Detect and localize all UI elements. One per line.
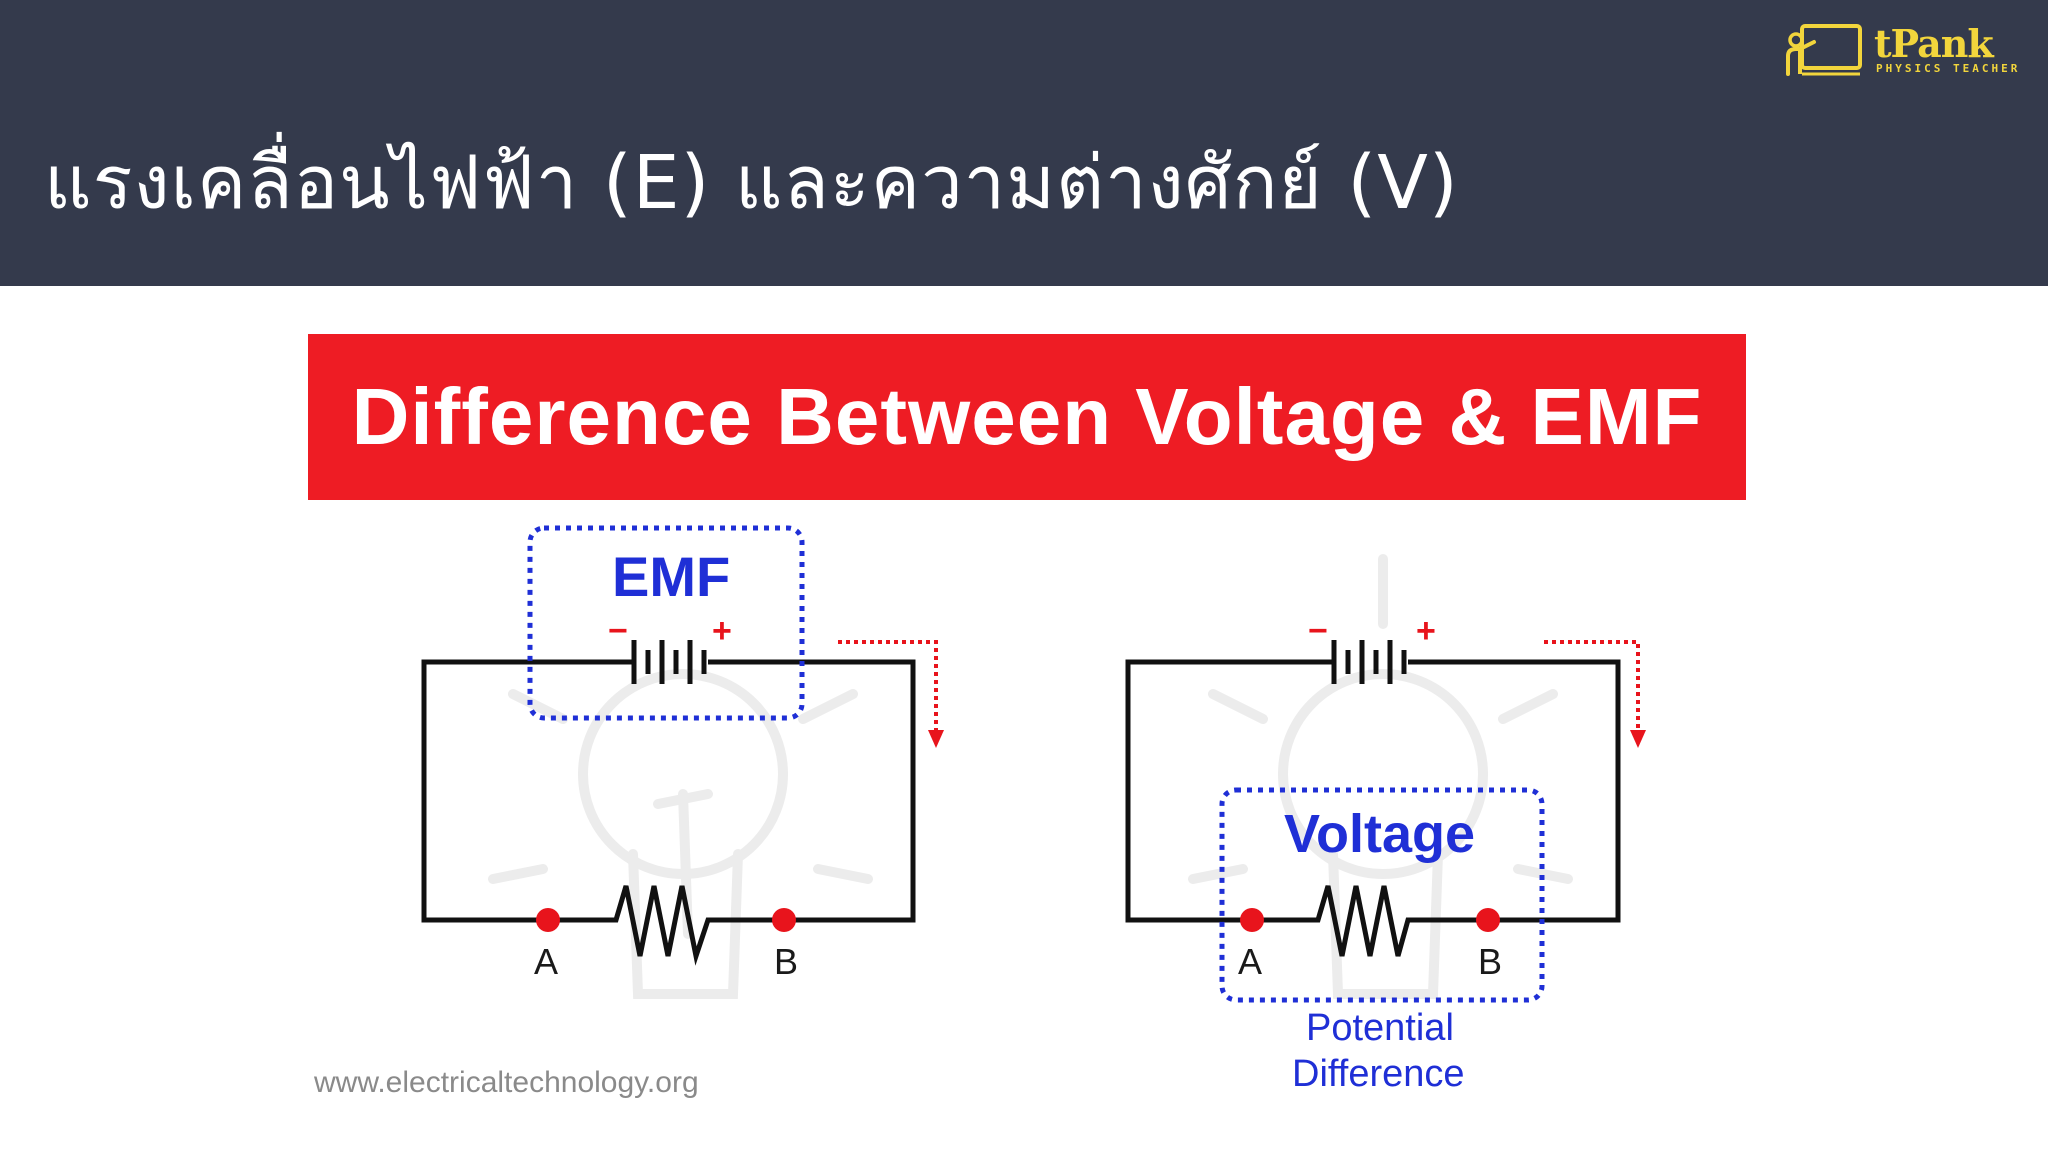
resistor-icon-left [606,885,718,966]
current-arrow-left [838,640,938,734]
resistor-icon-right [1308,885,1418,957]
source-credit: www.electricaltechnology.org [313,1066,699,1099]
right-wire-loop [1125,659,1621,923]
emf-label: EMF [612,545,730,608]
left-circuit: − + A B EMF [421,525,944,982]
emf-voltage-figure: Difference Between Voltage & EMF [308,334,1746,1104]
title-bar: แรงเคลื่อนไฟฟ้า (E) และความต่างศักย์ (V)… [0,0,2048,286]
potential-difference-line2: Difference [1292,1053,1465,1095]
label-a-left: A [534,941,558,982]
potential-difference-line1: Potential [1306,1007,1454,1049]
slide-title: แรงเคลื่อนไฟฟ้า (E) และความต่างศักย์ (V) [44,140,1459,226]
left-wire-loop [421,659,916,923]
point-b-right [1476,908,1500,932]
point-b-left [772,908,796,932]
point-a-left [536,908,560,932]
banner-title: Difference Between Voltage & EMF [351,372,1703,461]
logo-name: tPank [1874,21,1994,66]
voltage-dotted-box [1219,787,1545,1003]
arrowhead-icon-right [1630,730,1646,748]
battery-icon-left [631,640,707,684]
battery-minus-right: − [1308,612,1328,650]
figure-banner: Difference Between Voltage & EMF [308,334,1746,500]
battery-plus-left: + [712,612,732,650]
label-b-left: B [774,941,798,982]
battery-icon-right [1331,640,1407,684]
voltage-label: Voltage [1284,804,1475,864]
current-arrow-right [1544,640,1640,734]
arrowhead-icon-left [928,730,944,748]
point-a-right [1240,908,1264,932]
label-a-right: A [1238,941,1262,982]
teacher-board-icon [1786,24,1862,76]
battery-plus-right: + [1416,612,1436,650]
label-b-right: B [1478,941,1502,982]
logo: tPank PHYSICS TEACHER [1784,22,2034,82]
logo-subtitle: PHYSICS TEACHER [1876,62,2021,75]
battery-minus-left: − [608,612,628,650]
circuit-diagrams: − + A B EMF − + A B Voltage Potential D [313,525,1646,1099]
right-circuit: − + A B Voltage Potential Difference [1125,612,1646,1095]
emf-dotted-box [527,525,805,721]
